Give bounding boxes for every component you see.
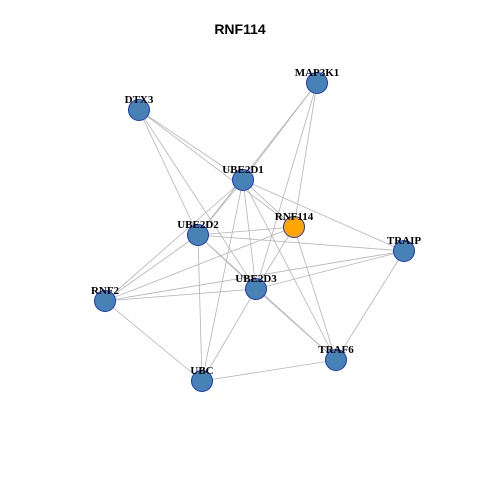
node-traip: [393, 240, 415, 262]
node-ubc: [191, 370, 213, 392]
edge-rnf2-ubc: [104, 300, 203, 382]
node-ube2d2: [187, 224, 209, 246]
edge-dtx3-ube2d2: [138, 109, 199, 236]
node-label-rnf114: RNF114: [275, 211, 314, 223]
node-label-traf6: TRAF6: [318, 344, 354, 356]
node-label-ube2d1: UBE2D1: [222, 164, 264, 176]
edge-dtx3-rnf114: [138, 109, 295, 228]
node-rnf2: [94, 290, 116, 312]
edge-ube2d3-traf6: [255, 288, 337, 361]
edge-ube2d1-ube2d3: [242, 179, 257, 290]
figure-title: RNF114: [214, 21, 266, 37]
node-ube2d1: [232, 169, 254, 191]
edge-ube2d1-ube2d2: [197, 179, 244, 236]
node-label-ube2d2: UBE2D2: [177, 219, 219, 231]
edge-traf6-ubc: [201, 359, 337, 382]
edge-ube2d3-ubc: [201, 288, 257, 382]
edge-traip-ube2d3: [255, 250, 405, 290]
edge-ube2d3-rnf2: [104, 288, 257, 302]
node-dtx3: [128, 99, 150, 121]
node-map3k1: [306, 72, 328, 94]
edge-ube2d1-ubc: [201, 179, 244, 382]
edge-rnf114-ube2d3: [255, 226, 295, 290]
node-label-ube2d3: UBE2D3: [235, 273, 277, 285]
edge-ube2d2-ubc: [197, 234, 203, 382]
node-rnf114: [283, 216, 305, 238]
edge-ube2d2-rnf2: [104, 234, 199, 302]
node-label-map3k1: MAP3K1: [295, 67, 340, 79]
node-label-rnf2: RNF2: [91, 285, 120, 297]
edge-map3k1-ube2d2: [197, 82, 318, 236]
node-ube2d3: [245, 278, 267, 300]
edge-ube2d1-rnf2: [104, 179, 244, 302]
node-layer: [94, 72, 415, 392]
edge-ube2d2-rnf114: [197, 226, 295, 236]
node-label-traip: TRAIP: [387, 235, 422, 247]
edge-traip-traf6: [335, 250, 405, 361]
edge-ube2d1-traip: [242, 179, 405, 252]
edge-ube2d1-rnf114: [242, 179, 295, 228]
edge-traip-rnf2: [104, 250, 405, 302]
edge-dtx3-ube2d1: [138, 109, 244, 181]
edge-layer: [104, 82, 405, 382]
edge-map3k1-rnf114: [293, 82, 318, 228]
node-label-dtx3: DTX3: [125, 94, 154, 106]
edge-rnf114-rnf2: [104, 226, 295, 302]
edge-map3k1-ube2d3: [255, 82, 318, 290]
edge-dtx3-ube2d3: [138, 109, 257, 290]
edge-rnf114-traf6: [293, 226, 337, 361]
node-traf6: [325, 349, 347, 371]
node-label-ubc: UBC: [190, 365, 213, 377]
edge-ube2d2-traip: [197, 234, 405, 252]
